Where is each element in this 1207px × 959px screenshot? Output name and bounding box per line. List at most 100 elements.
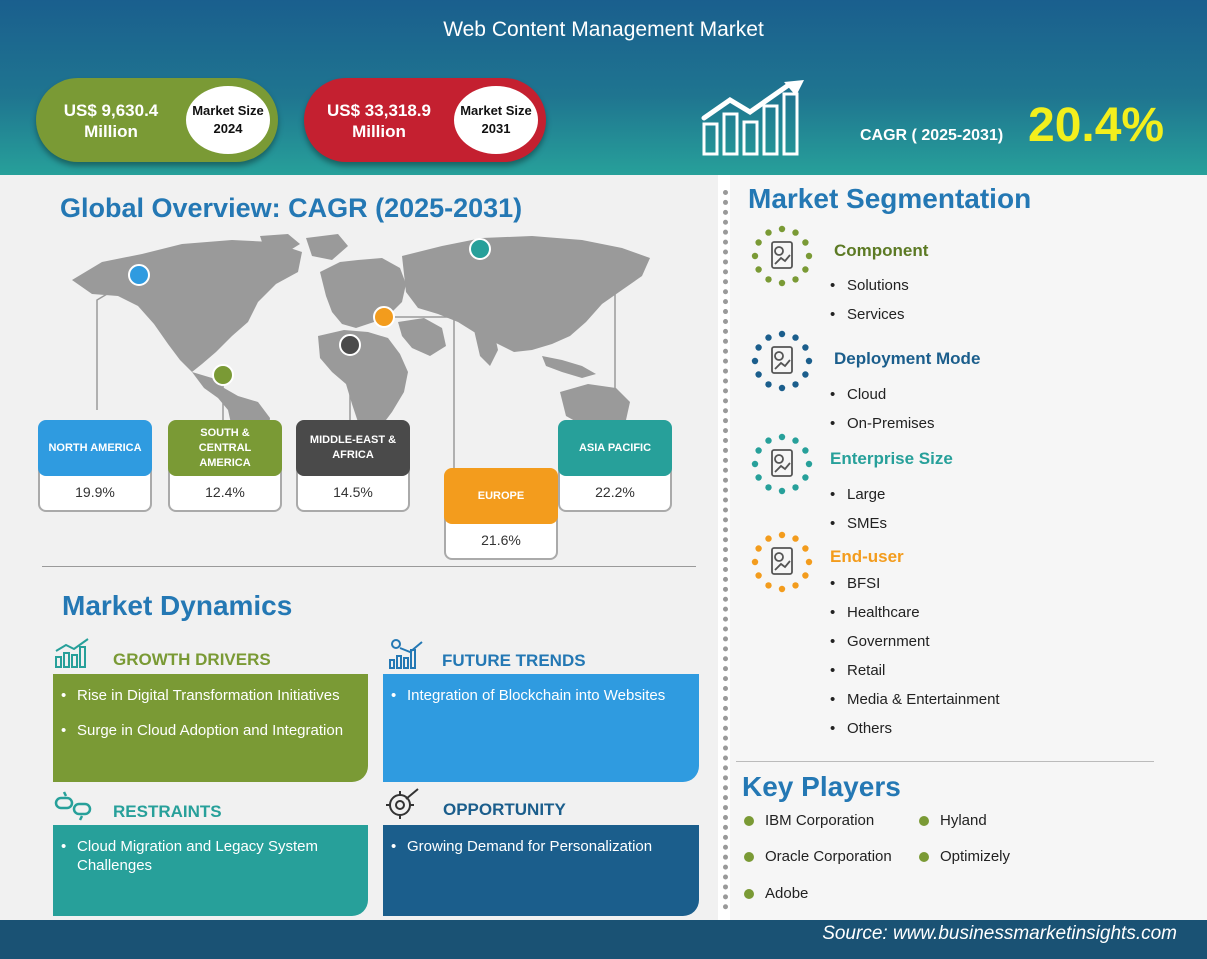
ring-dot xyxy=(802,545,809,552)
future-trends-box: Integration of Blockchain into Websites xyxy=(383,674,699,782)
market-size-2024-label: Market Size 2024 xyxy=(186,86,270,154)
ring-dot xyxy=(778,531,786,539)
global-overview-title: Global Overview: CAGR (2025-2031) xyxy=(60,193,523,223)
key-player-item: Oracle Corporation xyxy=(744,848,892,865)
segment-title-component: Component xyxy=(834,241,929,260)
growth-chart-icon xyxy=(701,80,804,156)
region-name: EUROPE xyxy=(444,468,558,524)
segment-item: Retail xyxy=(830,661,1000,690)
key-player-item: Optimizely xyxy=(919,848,1010,865)
region-name: NORTH AMERICA xyxy=(38,420,152,476)
ring-dot xyxy=(765,582,772,589)
segment-item: Others xyxy=(830,719,1000,748)
ring-dot xyxy=(792,437,799,444)
bar-growth-icon xyxy=(55,638,89,668)
ring-dot xyxy=(755,545,762,552)
segment-item: Government xyxy=(830,632,1000,661)
key-player-item: Hyland xyxy=(919,812,987,829)
ring-dot xyxy=(765,535,772,542)
segment-item: Media & Entertainment xyxy=(830,690,1000,719)
ring-dot xyxy=(792,535,799,542)
ring-dot xyxy=(802,239,809,246)
market-size-2031-label: Market Size 2031 xyxy=(454,86,538,154)
broken-chain-icon xyxy=(54,791,92,821)
gear-target-icon xyxy=(386,788,419,819)
ring-dot xyxy=(792,276,799,283)
cagr-value: 20.4% xyxy=(1028,99,1165,152)
ring-dot xyxy=(778,585,786,593)
ring-dot xyxy=(802,266,809,273)
ring-dot xyxy=(751,357,759,365)
footer-source: Source: www.businessmarketinsights.com xyxy=(0,920,1207,959)
ring-dot xyxy=(755,447,762,454)
ring-dot xyxy=(765,276,772,283)
key-players-separator xyxy=(736,761,1154,762)
ring-dot xyxy=(792,484,799,491)
ring-dot xyxy=(755,344,762,351)
ring-dot xyxy=(792,334,799,341)
growth-driver-item: Rise in Digital Transformation Initiativ… xyxy=(61,686,352,705)
ring-dot xyxy=(765,229,772,236)
key-player-item: Adobe xyxy=(744,885,808,902)
ring-dot xyxy=(802,371,809,378)
region-name: MIDDLE-EAST & AFRICA xyxy=(296,420,410,476)
ring-dot xyxy=(755,371,762,378)
growth-drivers-box: Rise in Digital Transformation Initiativ… xyxy=(53,674,368,782)
segment-item: BFSI xyxy=(830,574,1000,603)
restraints-box: Cloud Migration and Legacy System Challe… xyxy=(53,825,368,916)
segment-title-end-user: End-user xyxy=(830,547,904,566)
header-banner: Web Content Management Market US$ 9,630.… xyxy=(0,0,1207,175)
ring-dot xyxy=(792,381,799,388)
component-icon xyxy=(751,225,813,287)
ring-dot xyxy=(792,229,799,236)
ring-dot xyxy=(755,266,762,273)
ring-dot xyxy=(805,558,813,566)
segment-item: Solutions xyxy=(830,276,909,305)
ring-dot xyxy=(805,252,813,260)
section-divider xyxy=(42,566,696,567)
restraints-title: RESTRAINTS xyxy=(113,802,222,821)
region-name: ASIA PACIFIC xyxy=(558,420,672,476)
ring-dot xyxy=(765,484,772,491)
end-user-icon xyxy=(751,531,813,593)
page-title: Web Content Management Market xyxy=(443,18,764,41)
segment-list-component: Solutions Services xyxy=(830,276,909,334)
restraint-item: Cloud Migration and Legacy System Challe… xyxy=(61,837,352,875)
ring-dot xyxy=(755,239,762,246)
ring-dot xyxy=(755,572,762,579)
region-name: SOUTH & CENTRAL AMERICA xyxy=(168,420,282,476)
ring-dot xyxy=(765,334,772,341)
opportunity-box: Growing Demand for Personalization xyxy=(383,825,699,916)
key-player-item: IBM Corporation xyxy=(744,812,874,829)
deployment-mode-icon xyxy=(751,330,813,392)
trend-chart-icon xyxy=(389,639,423,669)
ring-dot xyxy=(751,460,759,468)
region-card-asia-pacific: ASIA PACIFIC 22.2% xyxy=(558,420,672,512)
cagr-label: CAGR ( 2025-2031) xyxy=(860,127,1004,144)
ring-dot xyxy=(778,433,786,441)
segment-list-deployment-mode: Cloud On-Premises xyxy=(830,385,935,443)
ring-dot xyxy=(765,381,772,388)
ring-dot xyxy=(778,330,786,338)
ring-dot xyxy=(802,447,809,454)
segment-list-enterprise-size: Large SMEs xyxy=(830,485,887,543)
enterprise-size-icon xyxy=(751,433,813,495)
ring-dot xyxy=(778,487,786,495)
ring-dot xyxy=(751,558,759,566)
opportunity-title: OPPORTUNITY xyxy=(443,800,566,819)
segment-title-deployment-mode: Deployment Mode xyxy=(834,349,981,368)
growth-drivers-title: GROWTH DRIVERS xyxy=(113,650,271,669)
ring-dot xyxy=(765,437,772,444)
opportunity-item: Growing Demand for Personalization xyxy=(391,837,683,856)
region-card-europe: EUROPE 21.6% xyxy=(444,468,558,560)
market-size-2031-pill: US$ 33,318.9 Million Market Size 2031 xyxy=(304,78,546,162)
segment-item: On-Premises xyxy=(830,414,935,443)
ring-dot xyxy=(802,572,809,579)
region-card-south-central-america: SOUTH & CENTRAL AMERICA 12.4% xyxy=(168,420,282,512)
segment-item: Healthcare xyxy=(830,603,1000,632)
segment-item: Services xyxy=(830,305,909,334)
ring-dot xyxy=(778,384,786,392)
ring-dot xyxy=(751,252,759,260)
ring-dot xyxy=(802,344,809,351)
future-trends-title: FUTURE TRENDS xyxy=(442,651,586,670)
